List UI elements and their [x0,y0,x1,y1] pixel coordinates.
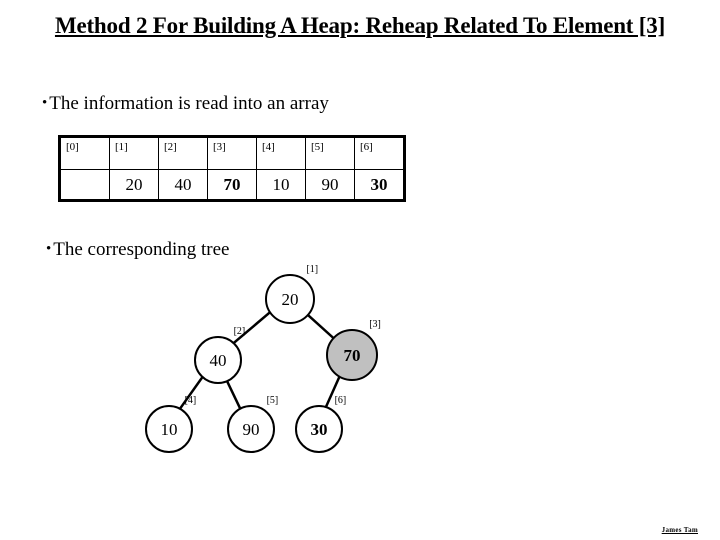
table-row-indices: [0] [1] [2] [3] [4] [5] [6] [59,136,405,170]
tree-node-90: 90 [227,405,275,453]
tree-node-label-90: [5] [266,395,279,406]
tree-node-label-20: [1] [306,264,319,275]
table-row-values: 20 40 70 10 90 30 [59,169,405,201]
bullet-marker-icon: • [46,241,52,257]
array-value-cell: 90 [305,169,355,201]
tree-node-10: 10 [145,405,193,453]
tree-edge [302,310,335,340]
tree-node-label-10: [4] [184,395,197,406]
tree-node-20: 20 [265,274,315,324]
array-value-cell: 30 [354,169,405,201]
tree-edge [324,372,343,410]
bullet-tree-label: The corresponding tree [53,239,230,260]
array-index-cell: [1] [109,136,159,170]
bullet-array-label: The information is read into an array [49,93,329,114]
page-title: Method 2 For Building A Heap: Reheap Rel… [54,13,666,38]
array-value-cell [59,169,110,201]
bullet-marker-icon: • [42,95,48,111]
author-credit: James Tam [661,526,698,534]
array-index-cell: [0] [59,136,110,170]
array-value-cell: 70 [207,169,257,201]
array-index-cell: [4] [256,136,306,170]
array-table: [0] [1] [2] [3] [4] [5] [6] 20 40 70 10 … [58,135,406,202]
bullet-tree: •The corresponding tree [46,238,229,261]
array-value-cell: 40 [158,169,208,201]
tree-node-label-40: [2] [233,326,246,337]
array-index-cell: [6] [354,136,405,170]
tree-edge [177,373,206,412]
tree-node-label-70: [3] [369,319,381,330]
array-index-cell: [3] [207,136,257,170]
array-value-cell: 10 [256,169,306,201]
array-value-cell: 20 [109,169,159,201]
bullet-array: •The information is read into an array [42,92,329,115]
tree-node-40: 40 [194,336,242,384]
array-index-cell: [2] [158,136,208,170]
tree-edge [223,375,242,410]
tree-node-30: 30 [295,405,343,453]
tree-node-70: 70 [326,329,378,381]
tree-node-label-30: [6] [334,395,347,406]
array-index-cell: [5] [305,136,355,170]
tree-edge [230,309,273,347]
